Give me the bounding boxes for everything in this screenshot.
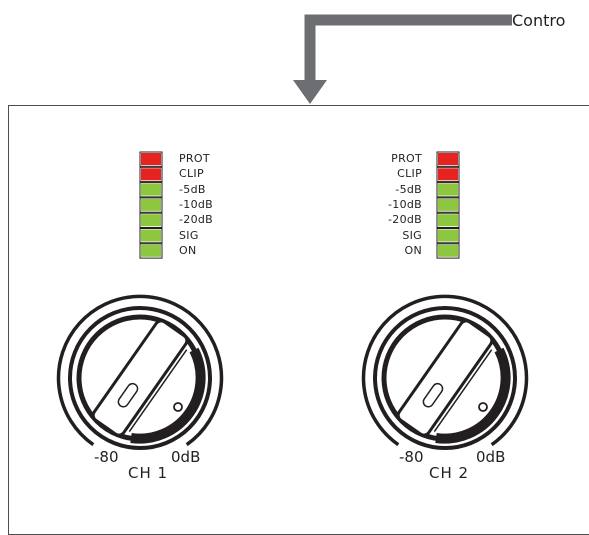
ch2-scale-max-label: 0dB [476,448,506,466]
led-clip-indicator [141,168,161,181]
led-label-sig: SIG [179,228,199,242]
led-on-indicator [141,244,161,257]
led-5db-indicator [141,183,161,196]
led-prot-indicator [438,153,458,165]
knob-pointer-icon [91,319,189,437]
led-label-20db: -20dB [179,213,213,227]
led-sig-indicator [438,229,458,242]
led-20db-indicator [141,214,161,227]
led-label-prot: PROT [391,152,422,165]
ch1-name-label: CH 1 [128,464,169,482]
scale-arc [361,294,529,447]
led-label-on: ON [179,243,197,257]
ch1-scale-max-label: 0dB [171,448,201,466]
channel-1-volume-knob[interactable] [0,0,589,524]
channel-2-led-column [436,151,460,259]
led-sig-indicator [141,229,161,242]
led-10db-indicator [141,198,161,211]
led-20db-indicator [438,214,458,227]
led-on-indicator [438,244,458,257]
callout-label: Contro [512,11,566,30]
led-label-10db: -10dB [388,197,422,211]
ch2-name-label: CH 2 [429,464,470,482]
led-label-10db: -10dB [179,197,213,211]
ch2-scale-min-label: -80 [399,448,424,466]
callout-arrow [293,14,512,104]
knob-dot-icon [478,402,488,412]
arrow-head-icon [293,80,327,104]
led-label-5db: -5dB [179,182,206,196]
knob-skirt-shade [435,347,511,444]
led-label-on: ON [404,243,422,257]
ch1-scale-min-label: -80 [94,448,119,466]
led-label-prot: PROT [179,152,210,165]
channel-1-led-column [139,151,163,259]
led-label-20db: -20dB [388,213,422,227]
led-5db-indicator [438,183,458,196]
led-prot-indicator [141,153,161,165]
led-label-clip: CLIP [397,167,422,181]
channel-2-volume-knob[interactable] [0,0,589,524]
scale-arc [56,294,224,447]
led-label-sig: SIG [402,228,422,242]
led-label-5db: -5dB [395,182,422,196]
led-clip-indicator [438,168,458,181]
knob-dot-icon [173,402,183,412]
led-10db-indicator [438,198,458,211]
knob-skirt-shade [130,347,206,444]
knob-pointer-icon [396,319,494,437]
led-label-clip: CLIP [179,167,204,181]
